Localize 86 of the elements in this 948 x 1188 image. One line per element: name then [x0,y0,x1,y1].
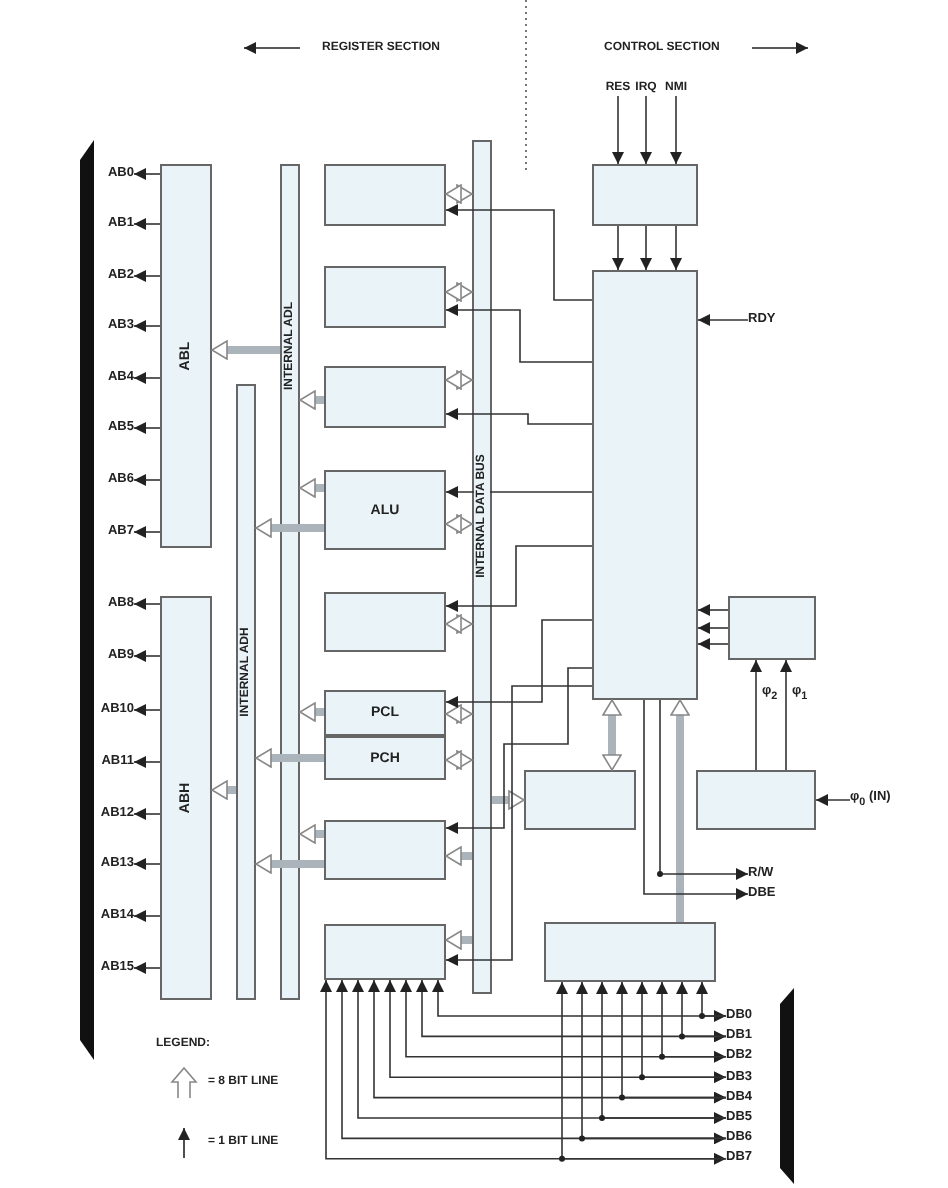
bus-arrow [445,514,473,534]
signal-arrow [445,408,593,425]
bus-arrow [211,340,280,360]
signal-arrow [445,486,593,498]
bus-arrow [445,614,473,634]
register-box [324,924,446,980]
signal-arrow [133,858,161,870]
signal-arrow [697,314,749,326]
signal-arrow [612,95,624,165]
bus-arrow [445,846,472,866]
signal-arrow [815,794,851,806]
bus-arrow [255,854,324,874]
bus-arrow [255,748,324,768]
control-box [696,770,816,830]
signal-arrow [133,756,161,768]
signal-arrow [384,979,727,1084]
signal-arrow [368,979,727,1104]
register-box [324,592,446,652]
register-box [324,820,446,880]
signal-arrow [133,704,161,716]
signal-arrow [416,979,727,1043]
signal-arrow [445,619,593,708]
signal-arrow [445,685,593,966]
signal-arrow [445,667,593,834]
signal-arrow [133,650,161,662]
control-box [544,922,716,982]
signal-arrow [133,168,161,180]
bus-arrow [299,390,324,410]
register-box [324,266,446,328]
signal-arrow [445,304,593,363]
signal-arrow [697,638,729,650]
signal-arrow [400,979,727,1063]
signal-arrow [133,962,161,974]
signal-arrow [596,981,727,1119]
signal-arrow [352,979,727,1124]
signal-arrow [616,981,727,1099]
signal-arrow [133,598,161,610]
signal-arrow [612,225,624,271]
signal-arrow [133,218,161,230]
control-box [728,596,816,660]
signal-arrow [656,981,727,1058]
signal-arrow [670,95,682,165]
signal-arrow [676,981,727,1038]
signal-arrow [445,204,593,301]
signal-arrow [636,981,727,1078]
bus-arrow [492,790,525,810]
signal-arrow [133,808,161,820]
signal-arrow [133,474,161,486]
register-box [324,164,446,226]
signal-arrow [696,981,727,1017]
bus-arrow [255,518,324,538]
signal-arrow [133,270,161,282]
signal-arrow [670,225,682,271]
signal-arrow [643,699,749,900]
bus-arrow [445,750,473,770]
signal-arrow [133,320,161,332]
signal-arrow [697,604,729,616]
bus-arrow [445,370,473,390]
signal-arrow [697,622,729,634]
signal-arrow [445,545,593,612]
bus-arrow [445,704,473,724]
signal-arrow [133,422,161,434]
bus-arrow [602,699,622,771]
signal-arrow [133,910,161,922]
signal-arrow [780,659,792,771]
bus-arrow [670,699,690,922]
signal-arrow [640,95,652,165]
bus-arrow [445,930,472,950]
bus-arrow [299,478,324,498]
bus-arrow [445,184,473,204]
signal-arrow [659,699,749,880]
signal-arrow [432,979,727,1022]
register-box [324,366,446,428]
control-box [524,770,636,830]
signal-arrow [750,659,762,771]
bus-arrow [445,282,473,302]
bus-arrow [299,702,324,722]
bus-arrow [211,780,236,800]
signal-arrow [640,225,652,271]
control-box [592,164,698,226]
bus-arrow [299,824,324,844]
signal-arrow [556,981,727,1160]
signal-arrow [133,372,161,384]
control-box [592,270,698,700]
signal-arrow [133,526,161,538]
signal-arrow [576,981,727,1140]
